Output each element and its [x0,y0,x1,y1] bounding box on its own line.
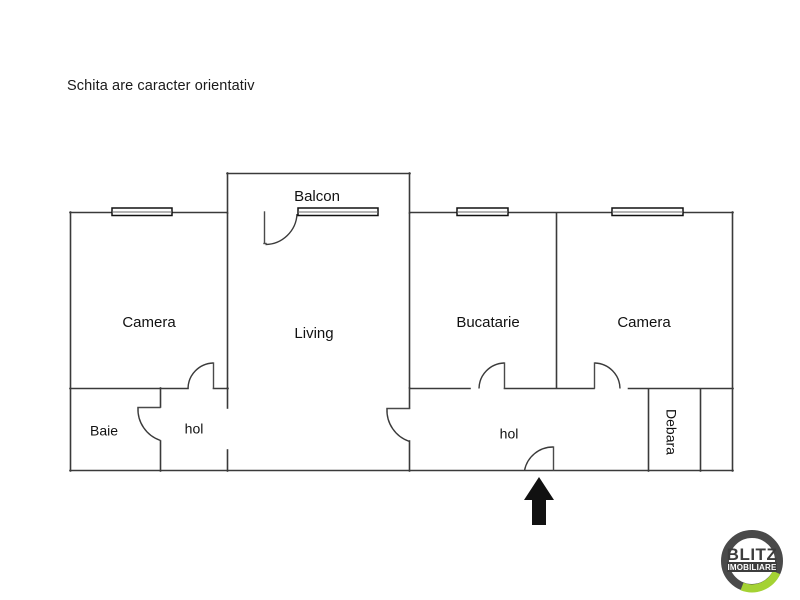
window-bucatarie [456,207,509,217]
logo-tagline-text: IMOBILIARE [727,563,777,572]
room-label-bucatarie: Bucatarie [456,314,519,331]
room-label-camera-right: Camera [617,314,671,331]
outer-walls [69,211,734,472]
interior-walls [69,212,734,472]
room-label-baie: Baie [90,423,118,439]
room-label-hol-right: hol [500,426,519,442]
room-label-camera-left: Camera [122,314,176,331]
door-bucatarie [478,362,506,389]
door-entrance [523,446,555,471]
room-label-balcon: Balcon [294,188,340,205]
logo-accent-arc [740,570,781,593]
blitz-imobiliare-logo: BLITZ IMOBILIARE [721,530,783,593]
page-title: Schita are caracter orientativ [67,78,255,94]
window-camera-right [611,207,684,217]
logo-brand-text: BLITZ [727,545,778,564]
room-label-living: Living [294,325,333,342]
entrance-arrow [524,477,554,525]
balcony-door [263,211,298,246]
door-camera-right [593,362,621,389]
logo-tagline-banner [727,562,777,572]
balcony-outline [226,172,411,214]
window-camera-left [111,207,173,217]
door-living [386,407,411,443]
room-label-hol-left: hol [185,421,204,437]
room-label-debara: Debara [663,409,679,455]
door-baie [137,406,161,442]
window-balcony [297,207,379,217]
door-camera-left [187,362,215,389]
